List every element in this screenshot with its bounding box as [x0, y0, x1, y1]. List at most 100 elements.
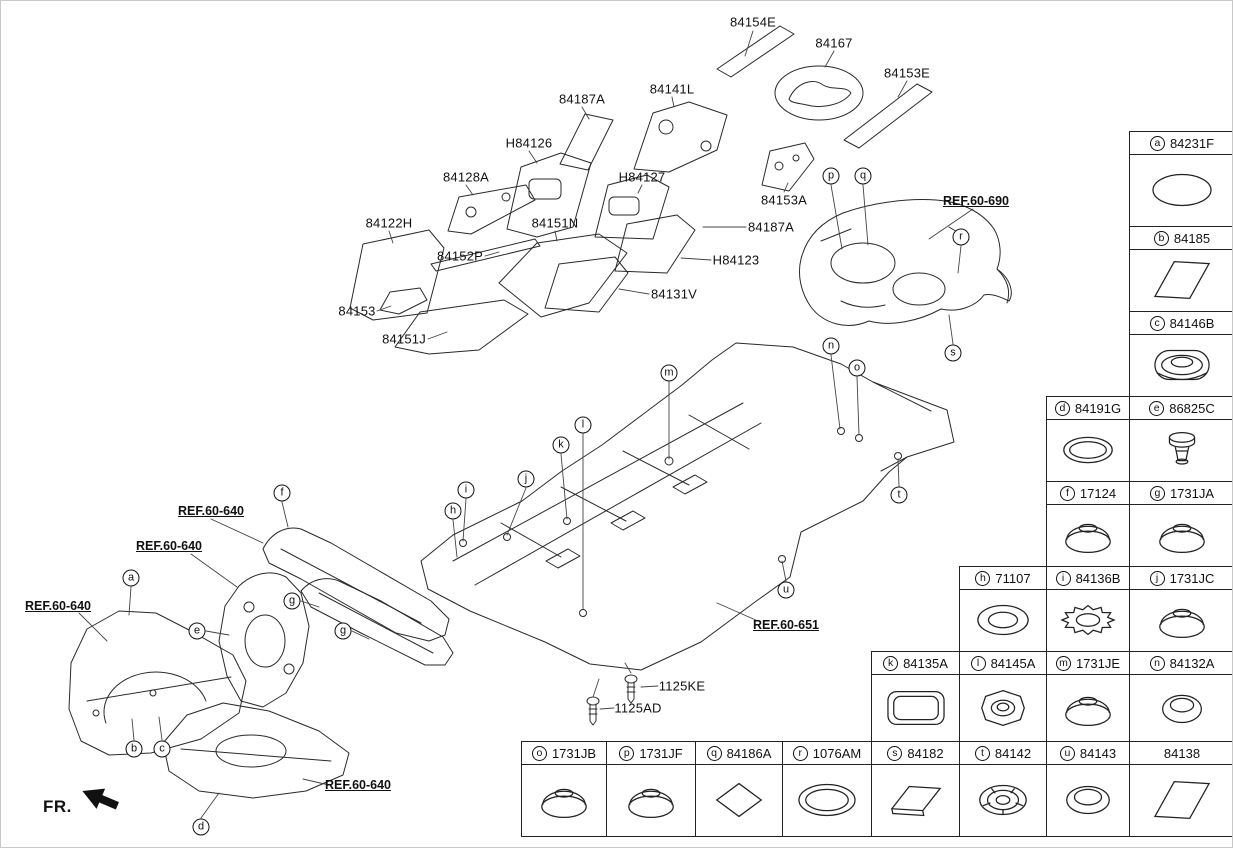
callout-e: e [1149, 400, 1165, 416]
callout-b: b [125, 740, 143, 758]
plug-icon [1130, 674, 1232, 741]
part-number: 1731JE [1075, 655, 1121, 671]
screw-1125ke-icon [624, 674, 638, 704]
part-number: 84132A [1169, 655, 1215, 671]
part-number: 1731JB [551, 745, 597, 761]
part-label: 84152P [436, 248, 484, 264]
part-number: 84185 [1173, 230, 1211, 246]
callout-b: b [1153, 230, 1169, 246]
gear-icon [1047, 589, 1129, 651]
ref-label: REF.60-640 [324, 778, 392, 792]
callout-g: g [1149, 485, 1165, 501]
ring-icon [1047, 419, 1129, 481]
fender-apron-2-drawing [162, 702, 350, 799]
dome-icon [522, 764, 606, 836]
part-label: 84167 [815, 35, 853, 51]
fr-direction-label: FR. [43, 797, 72, 816]
part-number: 1076AM [812, 745, 862, 761]
callout-q: q [706, 745, 722, 761]
callout-u: u [777, 581, 795, 599]
callout-c: c [153, 740, 171, 758]
part-label: 84151N [531, 215, 579, 231]
callout-e: e [188, 622, 206, 640]
part-number: 84136B [1075, 570, 1121, 586]
callout-g: g [334, 622, 352, 640]
part-number: 84135A [903, 655, 948, 671]
callout-o: o [531, 745, 547, 761]
ref-label: REF.60-651 [752, 618, 820, 632]
part-number: 1731JC [1169, 570, 1215, 586]
part-number: 71107 [995, 570, 1031, 586]
rear-package-tray-drawing [798, 199, 1012, 326]
part-label: H84123 [712, 252, 760, 268]
part-label: 84128A [442, 169, 490, 185]
callout-m: m [1055, 655, 1071, 671]
callout-d: d [1054, 400, 1070, 416]
dome-icon [1047, 504, 1129, 566]
fr-arrow-icon [82, 788, 119, 810]
callout-h: h [975, 570, 991, 586]
part-number: 84142 [994, 745, 1032, 761]
callout-a: a [122, 569, 140, 587]
part-label: 84131V [650, 286, 698, 302]
multi-ring-icon [960, 764, 1046, 836]
callout-h: h [444, 502, 462, 520]
part-number: 84145A [990, 655, 1036, 671]
callout-s: s [944, 344, 962, 362]
part-label: 84187A [747, 219, 795, 235]
part-label: 84187A [558, 91, 606, 107]
callout-c: c [1149, 315, 1165, 331]
part-label: 84154E [729, 14, 777, 30]
diamond-icon [696, 764, 782, 836]
callout-r: r [952, 228, 970, 246]
rivet-icon [1130, 419, 1232, 481]
table-cell-84138: 84138 [1129, 741, 1232, 837]
callout-f: f [273, 484, 291, 502]
part-label: H84127 [618, 169, 666, 185]
pad-small-icon [872, 764, 959, 836]
callout-k: k [883, 655, 899, 671]
callout-t: t [974, 745, 990, 761]
thick-ring-icon [960, 589, 1046, 651]
insulation-pads-drawing [349, 25, 933, 355]
nut-icon [960, 674, 1046, 741]
screw-1125ad-icon [586, 696, 600, 726]
ref-label: REF.60-640 [177, 504, 245, 518]
floor-panel-drawing [420, 342, 955, 671]
part-number: 84182 [907, 745, 944, 761]
parallelogram-icon [1130, 764, 1232, 836]
callout-t: t [890, 486, 908, 504]
callout-i: i [457, 481, 475, 499]
part-number: 84191G [1074, 400, 1122, 416]
part-label: 84141L [649, 81, 695, 97]
callout-m: m [660, 364, 678, 382]
